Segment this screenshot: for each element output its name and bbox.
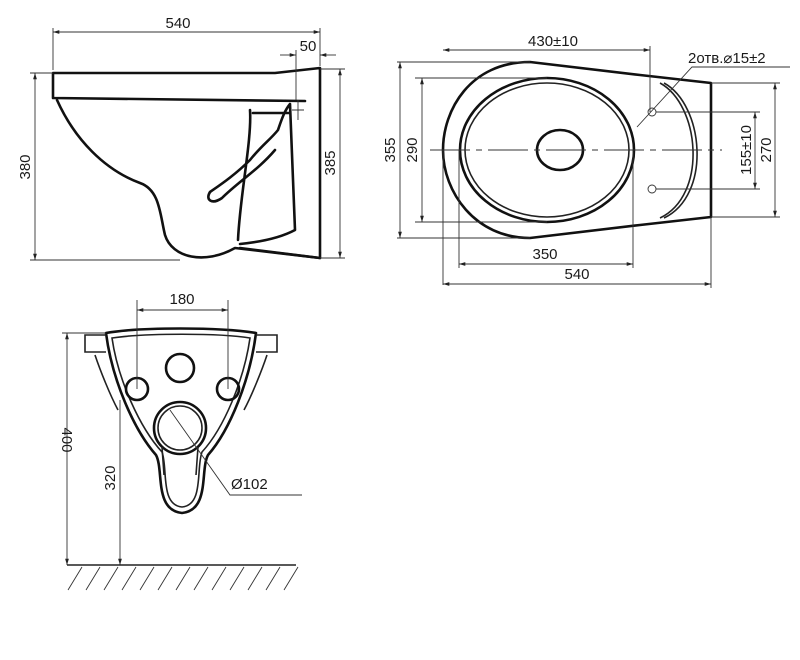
front-mounting-ears	[84, 334, 278, 411]
dim-outer-width: 355	[382, 137, 399, 162]
dim-side-width: 540	[165, 15, 190, 32]
dim-bolt-spacing: 180	[169, 291, 194, 308]
dim-total-height: 400	[58, 427, 75, 452]
dim-back-height: 385	[322, 150, 339, 175]
outlet-channel	[161, 446, 199, 476]
dim-inner-width: 290	[404, 137, 421, 162]
dim-bowl-length: 350	[532, 246, 557, 263]
outlet-leader-line	[169, 409, 302, 496]
dim-outlet-height: 320	[102, 465, 119, 490]
top-view: 430±10 2отв.⌀15±2 355 290 350 540 155±10…	[382, 33, 790, 288]
holes-leader-line	[636, 66, 790, 128]
side-view: 540 50 380 385	[17, 15, 345, 261]
front-extension-lines	[136, 300, 229, 389]
dim-outlet-diameter: Ø102	[231, 476, 268, 493]
side-extension-lines	[52, 28, 321, 100]
floor-hatch	[67, 566, 299, 591]
dim-hole-spacing: 155±10	[738, 125, 755, 175]
holes-label: 2отв.⌀15±2	[688, 50, 766, 67]
mount-hole-bottom	[647, 184, 657, 194]
back-arc	[659, 82, 698, 219]
outlet-pipe-inner	[157, 405, 203, 451]
dim-total-length: 540	[564, 266, 589, 283]
front-view: 180 400 320 Ø102	[58, 291, 302, 591]
mount-hole-top	[647, 107, 657, 117]
dim-wall-offset: 50	[300, 38, 317, 55]
dim-back-width: 270	[758, 137, 775, 162]
side-fixing-mark	[292, 100, 304, 120]
side-rim	[51, 66, 322, 260]
front-outline	[104, 327, 258, 515]
water-inlet	[164, 352, 196, 384]
top-extension-lines-left	[397, 61, 547, 239]
dim-front-height: 380	[17, 154, 34, 179]
dim-seat-length: 430±10	[528, 33, 578, 50]
outlet-pipe	[152, 400, 208, 456]
side-trap	[207, 102, 297, 246]
side-bowl-outline	[55, 98, 322, 260]
top-extension-lines-vertical	[442, 46, 712, 288]
top-extension-lines-right	[656, 82, 780, 218]
